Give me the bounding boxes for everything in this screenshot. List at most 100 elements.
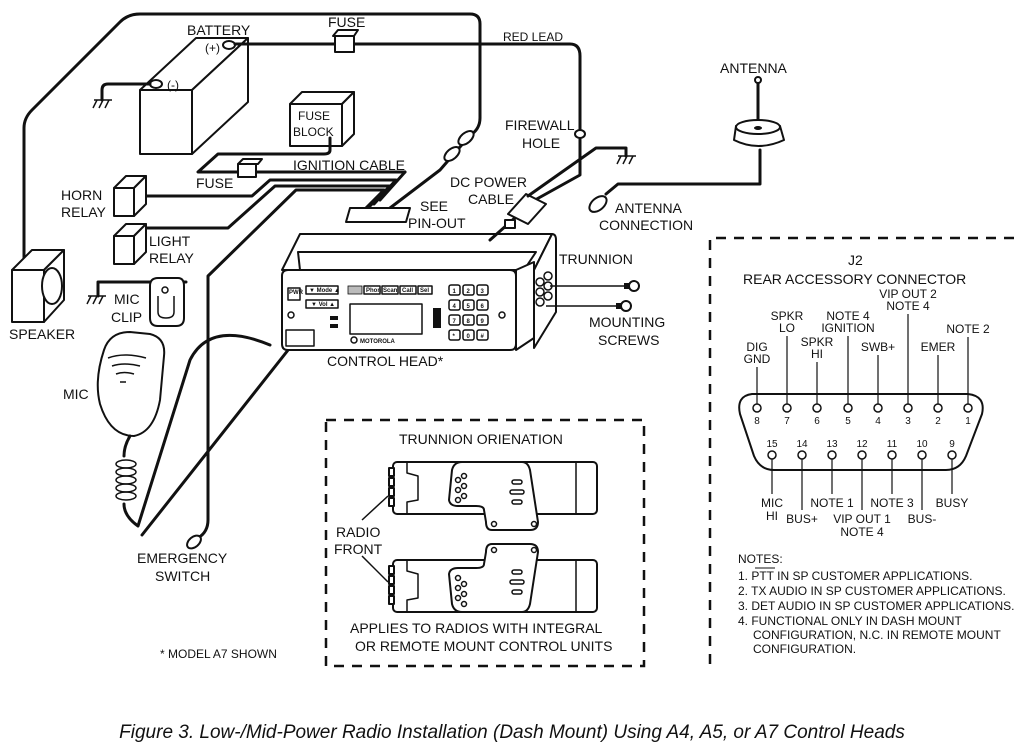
pin-label: HI — [766, 509, 778, 523]
pin-label: BUS+ — [786, 512, 818, 526]
pin-number: 5 — [845, 416, 851, 427]
keypad-key[interactable] — [462, 284, 475, 296]
pin-label: NOTE 1 — [810, 496, 854, 510]
keypad-key[interactable] — [448, 284, 461, 296]
antenna-cable — [604, 148, 762, 196]
sel-button[interactable] — [417, 285, 433, 295]
connector-pin — [812, 403, 822, 413]
fuse-top-label: FUSE — [328, 14, 365, 30]
keypad-key[interactable] — [462, 329, 475, 341]
notes-title: NOTES: — [738, 552, 783, 566]
pin-label: VIP OUT 1 — [833, 512, 891, 526]
keypad-key[interactable] — [476, 299, 489, 311]
mode-button[interactable] — [305, 285, 339, 295]
emergency-switch-wire — [206, 188, 386, 382]
fuse-mid-icon — [237, 158, 263, 178]
note-4: 4. FUNCTIONAL ONLY IN DASH MOUNT — [738, 614, 962, 628]
keypad-key[interactable] — [448, 299, 461, 311]
firewall-label-1: FIREWALL — [505, 117, 575, 133]
note-4-end: CONFIGURATION. — [753, 642, 856, 656]
j2-connector-box — [708, 236, 1018, 664]
pin-number: 11 — [887, 439, 898, 450]
note-4-cont: CONFIGURATION, N.C. IN REMOTE MOUNT — [753, 628, 1001, 642]
keypad-key[interactable] — [448, 329, 461, 341]
trunnion-orientation-box — [324, 418, 646, 668]
keypad-key[interactable] — [462, 299, 475, 311]
battery-label: BATTERY — [187, 22, 251, 38]
status-led — [347, 285, 363, 295]
pin-label: HI — [811, 347, 823, 361]
pin-label: IGNITION — [821, 321, 874, 335]
ground-icon — [92, 99, 112, 109]
j2-subtitle: REAR ACCESSORY CONNECTOR — [743, 271, 966, 287]
light-relay-label-1: LIGHT — [149, 233, 191, 249]
emergency-label-2: SWITCH — [155, 568, 210, 584]
keypad-key-label: 3 — [481, 289, 485, 295]
negative-terminal-icon — [149, 79, 163, 89]
pin-label: BUS- — [908, 512, 937, 526]
firewall-label-2: HOLE — [522, 135, 560, 151]
ground-icon — [616, 155, 636, 165]
indicator-icon — [330, 324, 338, 328]
model-note: * MODEL A7 SHOWN — [160, 647, 277, 661]
horn-relay-label-1: HORN — [61, 187, 102, 203]
red-lead-label: RED LEAD — [503, 30, 563, 44]
dc-power-label-1: DC POWER — [450, 174, 527, 190]
pin-label: NOTE 3 — [870, 496, 914, 510]
indicator-icon — [330, 316, 338, 320]
j2-title: J2 — [848, 252, 863, 268]
fuse-block-wire — [196, 136, 407, 174]
pin-number: 13 — [826, 439, 838, 450]
see-pinout-label-2: PIN-OUT — [408, 215, 466, 231]
connector-pin — [873, 403, 883, 413]
brand-label: MOTOROLA — [360, 339, 396, 345]
antenna — [733, 76, 785, 147]
keypad-key[interactable] — [476, 329, 489, 341]
pin-label: MIC — [761, 496, 783, 510]
pin-out-plug — [345, 207, 411, 223]
mounting-label-2: SCREWS — [598, 332, 659, 348]
rocker-switch[interactable] — [433, 308, 441, 328]
connector-pin — [947, 450, 957, 460]
applies-label-1: APPLIES TO RADIOS WITH INTEGRAL — [350, 620, 603, 636]
keypad-key[interactable] — [476, 314, 489, 326]
mounting-screw-icon — [616, 280, 640, 312]
scan-button[interactable] — [381, 285, 399, 295]
pin-label: GND — [744, 352, 771, 366]
keypad-key-label: 7 — [453, 319, 457, 325]
pin-label: SWB+ — [861, 340, 895, 354]
light-relay-label-2: RELAY — [149, 250, 195, 266]
connector-pin — [903, 403, 913, 413]
vol-button[interactable] — [305, 299, 339, 309]
scan-button-label: Scan — [383, 288, 398, 294]
see-pinout-label-1: SEE — [420, 198, 448, 214]
call-button-label: Call — [402, 288, 413, 294]
trunnion-diagram-bottom — [388, 543, 598, 613]
pwr-button-label: PWR — [289, 290, 304, 296]
keypad-key[interactable] — [462, 314, 475, 326]
keypad-key[interactable] — [448, 314, 461, 326]
fuse-block — [289, 91, 355, 147]
antenna-connection-label-1: ANTENNA — [615, 200, 683, 216]
pin-label: SPKR — [771, 309, 804, 323]
phon-button[interactable] — [363, 285, 381, 295]
pwr-button[interactable] — [287, 287, 301, 301]
pin-number: 15 — [766, 439, 778, 450]
radio-front-label-1: RADIO — [336, 524, 380, 540]
radio-front-label-2: FRONT — [334, 541, 383, 557]
connector-pin — [857, 450, 867, 460]
call-button[interactable] — [399, 285, 417, 295]
mic-jack — [285, 329, 315, 347]
pin-number: 10 — [916, 439, 928, 450]
pin-label: NOTE 2 — [946, 322, 990, 336]
figure-caption: Figure 3. Low-/Mid-Power Radio Installat… — [119, 722, 905, 743]
coil-icon — [115, 459, 137, 501]
positive-terminal-icon — [222, 40, 236, 50]
keypad-key[interactable] — [476, 284, 489, 296]
dc-power-label-2: CABLE — [468, 191, 514, 207]
pin-number: 9 — [949, 439, 955, 450]
keypad-key-label: # — [481, 334, 485, 340]
